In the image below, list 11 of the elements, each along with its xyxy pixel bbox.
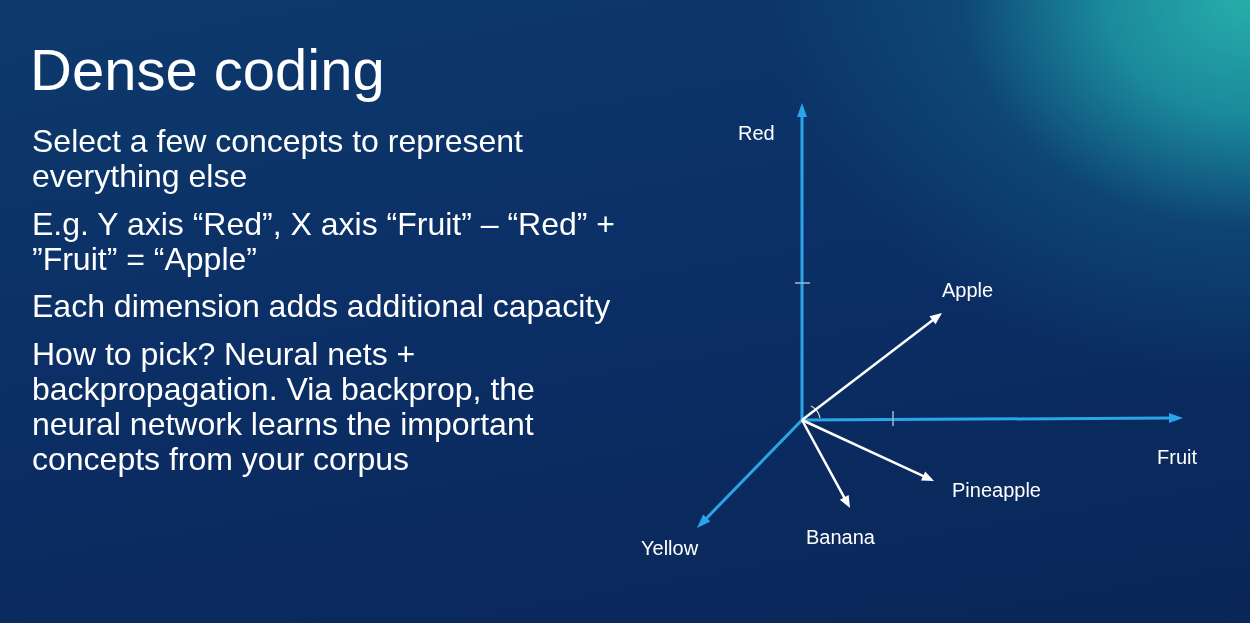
vector-label: Pineapple (952, 478, 1041, 502)
bullet-text: E.g. Y axis “Red”, X axis “Fruit” – “Red” + ”Fruit” = “Apple” (32, 207, 616, 277)
vector-label: Banana (806, 525, 875, 549)
axis-label: Red (738, 121, 775, 145)
bullet-text: How to pick? Neural nets + backpropagation. Via backprop, the neural network learns the important concepts from your corpus (32, 337, 536, 477)
bullet-text: Select a few concepts to represent everything else (32, 124, 524, 194)
vector-label: Apple (942, 278, 994, 302)
bullet-text: Each dimension adds additional capacity (32, 289, 612, 324)
axis-label: Yellow (641, 536, 699, 560)
slide-title: Dense coding (30, 37, 385, 103)
axis-label: Fruit (1157, 445, 1197, 469)
